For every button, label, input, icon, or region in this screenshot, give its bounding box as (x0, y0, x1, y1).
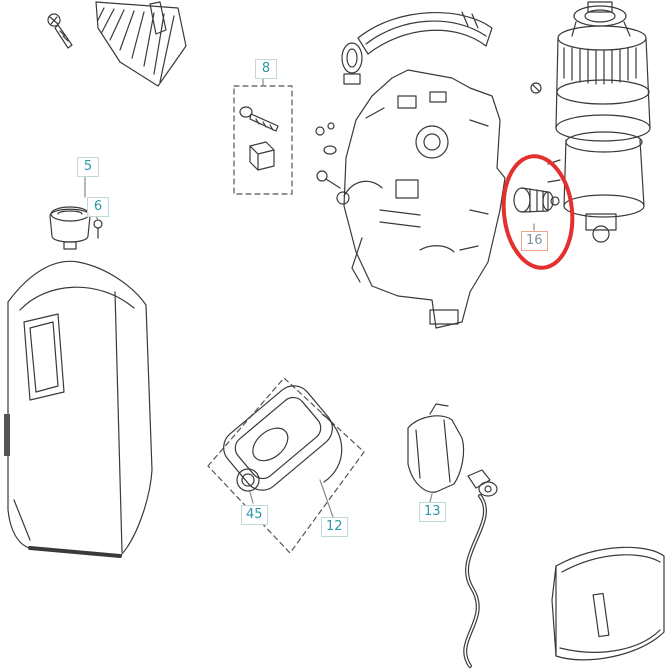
part-label-13[interactable]: 13 (419, 502, 446, 522)
hose-part (463, 469, 498, 668)
highlight-ellipse (501, 154, 575, 270)
plug-part-16[interactable] (513, 187, 560, 213)
front-cover-part (4, 260, 153, 558)
part-label-12[interactable]: 12 (321, 517, 348, 537)
part-label-16[interactable]: 16 (521, 231, 548, 251)
hardware-kit-part (233, 85, 293, 195)
lid-panel-part (357, 11, 493, 55)
clamp-and-fasteners (315, 42, 383, 205)
top-left-panel-part (95, 1, 187, 87)
screw-part (47, 13, 73, 49)
part-label-45[interactable]: 45 (241, 505, 268, 525)
nozzle-part-13 (407, 403, 465, 493)
motor-assembly-part (530, 1, 651, 243)
part-label-8[interactable]: 8 (255, 59, 277, 79)
part-label-6[interactable]: 6 (87, 197, 109, 217)
chassis-part (343, 69, 506, 329)
leader-lines (84, 77, 535, 518)
knob-part (49, 206, 103, 250)
rear-panel-part (551, 546, 665, 661)
part-label-5[interactable]: 5 (77, 157, 99, 177)
